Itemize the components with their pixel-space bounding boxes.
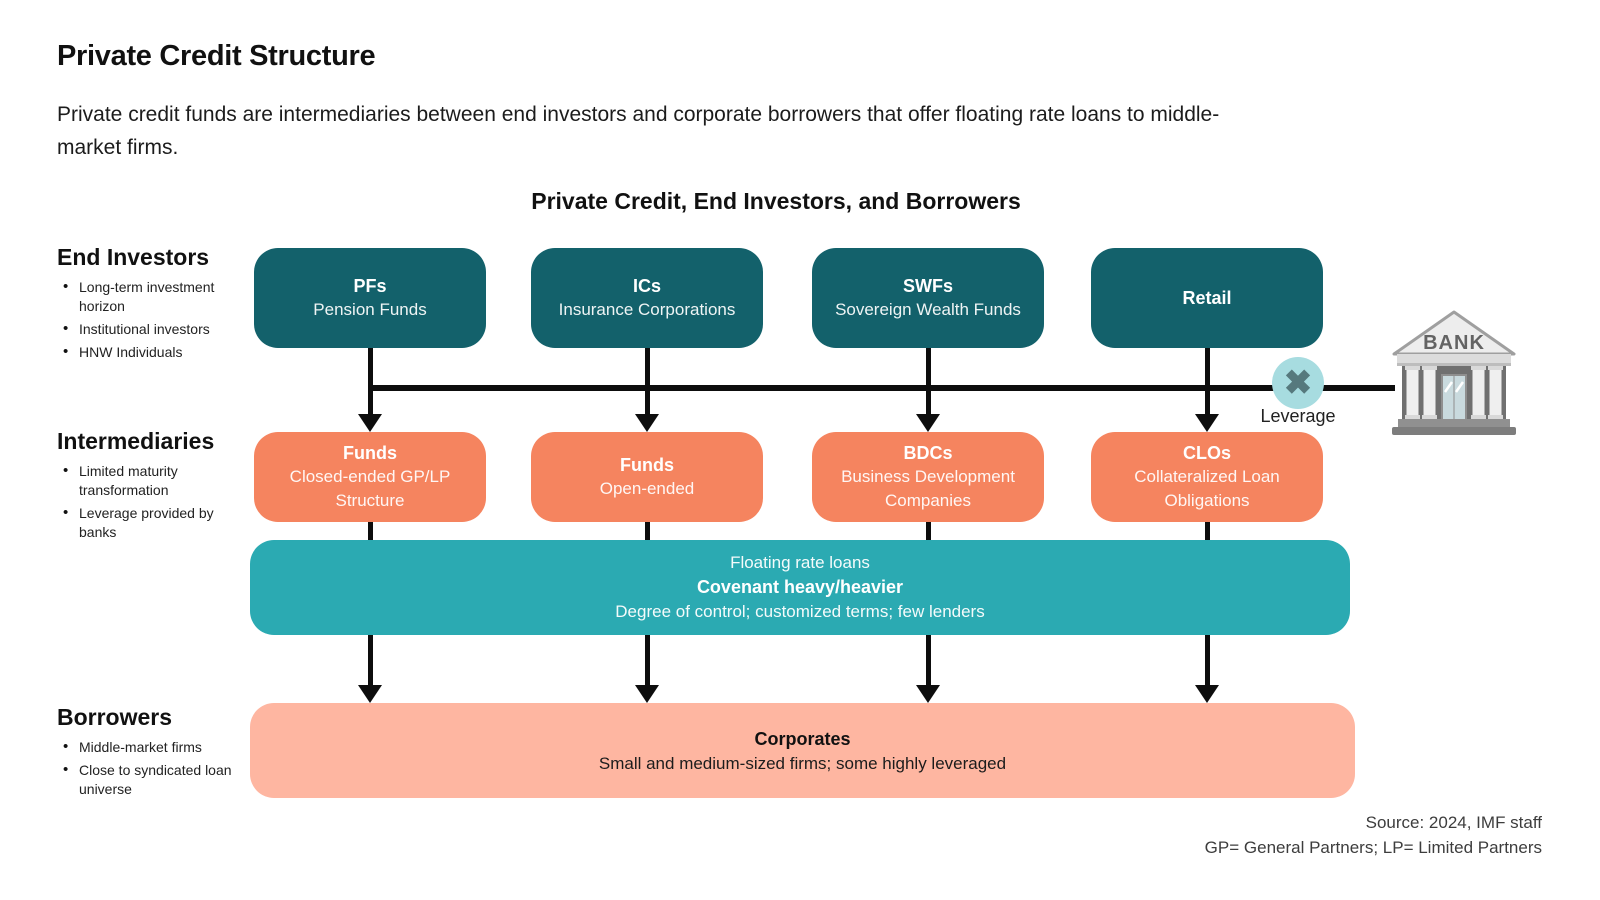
corporates-title: Corporates — [754, 728, 851, 749]
node-pension-funds: PFs Pension Funds — [254, 248, 486, 348]
node-abbr: Funds — [620, 455, 674, 475]
node-abbr: Retail — [1182, 288, 1232, 308]
borrowers-bullets: Middle-market firms Close to syndicated … — [57, 737, 237, 799]
connector-line — [1205, 522, 1210, 540]
source-note: Source: 2024, IMF staff GP= General Part… — [1205, 810, 1542, 860]
arrow-down-icon — [358, 685, 382, 703]
leverage-label: Leverage — [1260, 406, 1336, 426]
arrow-down-icon — [916, 414, 940, 432]
node-name: Open-ended — [599, 479, 695, 498]
node-abbr: BDCs — [903, 443, 953, 463]
node-name: Closed-ended GP/LP Structure — [289, 467, 451, 510]
connector-line — [368, 348, 373, 416]
corporates-subtitle: Small and medium-sized firms; some highl… — [598, 753, 1007, 773]
node-abbr: PFs — [353, 276, 387, 296]
leverage-x-icon: ✖ — [1272, 357, 1324, 409]
node-sovereign-wealth-funds: SWFs Sovereign Wealth Funds — [812, 248, 1044, 348]
connector-line — [368, 635, 373, 687]
arrow-down-icon — [1195, 685, 1219, 703]
bullet-item: Middle-market firms — [57, 737, 237, 757]
node-name: Collateralized Loan Obligations — [1134, 467, 1280, 510]
bullet-item: Close to syndicated loan universe — [57, 760, 237, 799]
page-title: Private Credit Structure — [57, 40, 376, 72]
section-end-investors: End Investors Long-term investment horiz… — [57, 244, 237, 366]
connector-line — [645, 522, 650, 540]
loan-terms-bar: Floating rate loans Covenant heavy/heavi… — [250, 540, 1350, 635]
source-line2: GP= General Partners; LP= Limited Partne… — [1204, 838, 1542, 857]
node-name: Pension Funds — [313, 300, 427, 319]
section-borrowers: Borrowers Middle-market firms Close to s… — [57, 704, 237, 803]
node-abbr: SWFs — [902, 276, 953, 296]
connector-line — [926, 348, 931, 416]
intermediaries-heading: Intermediaries — [57, 428, 215, 454]
node-insurance-corporations: ICs Insurance Corporations — [531, 248, 763, 348]
connector-line — [926, 635, 931, 687]
arrow-down-icon — [358, 414, 382, 432]
arrow-down-icon — [635, 685, 659, 703]
node-funds-open: Funds Open-ended — [531, 432, 763, 522]
source-line1: Source: 2024, IMF staff — [1365, 813, 1542, 832]
bullet-item: Institutional investors — [57, 319, 237, 339]
node-retail: Retail — [1091, 248, 1323, 348]
bank-icon: BANK — [1388, 308, 1520, 441]
diagram-title: Private Credit, End Investors, and Borro… — [531, 188, 1021, 214]
connector-line — [368, 522, 373, 540]
borrowers-heading: Borrowers — [57, 704, 173, 730]
node-abbr: Funds — [343, 443, 397, 463]
arrow-down-icon — [916, 685, 940, 703]
node-funds-closed: Funds Closed-ended GP/LP Structure — [254, 432, 486, 522]
connector-line — [645, 635, 650, 687]
bullet-item: Long-term investment horizon — [57, 277, 237, 316]
connector-line — [1205, 348, 1210, 416]
arrow-down-icon — [635, 414, 659, 432]
node-corporates: Corporates Small and medium-sized firms;… — [250, 703, 1355, 798]
connector-line — [926, 522, 931, 540]
loan-bar-line2: Covenant heavy/heavier — [696, 577, 904, 597]
node-abbr: ICs — [632, 276, 661, 296]
node-name: Insurance Corporations — [558, 300, 736, 319]
node-name: Sovereign Wealth Funds — [835, 300, 1021, 319]
bullet-item: Limited maturity transformation — [57, 461, 237, 500]
node-abbr: CLOs — [1182, 443, 1231, 463]
arrow-down-icon — [1195, 414, 1219, 432]
node-clos: CLOs Collateralized Loan Obligations — [1091, 432, 1323, 522]
page-subtitle: Private credit funds are intermediaries … — [57, 103, 1220, 159]
node-bdcs: BDCs Business Development Companies — [812, 432, 1044, 522]
bullet-item: Leverage provided by banks — [57, 503, 237, 542]
bullet-item: HNW Individuals — [57, 342, 237, 362]
connector-bus-line — [370, 385, 1395, 391]
bank-sign-text: BANK — [1423, 332, 1485, 354]
end-investors-heading: End Investors — [57, 244, 210, 270]
node-name: Business Development Companies — [841, 467, 1015, 510]
section-intermediaries: Intermediaries Limited maturity transfor… — [57, 428, 237, 546]
loan-bar-line3: Degree of control; customized terms; few… — [615, 602, 985, 621]
connector-line — [645, 348, 650, 416]
intermediaries-bullets: Limited maturity transformation Leverage… — [57, 461, 237, 542]
connector-line — [1205, 635, 1210, 687]
loan-bar-line1: Floating rate loans — [730, 553, 870, 572]
end-investors-bullets: Long-term investment horizon Institution… — [57, 277, 237, 362]
